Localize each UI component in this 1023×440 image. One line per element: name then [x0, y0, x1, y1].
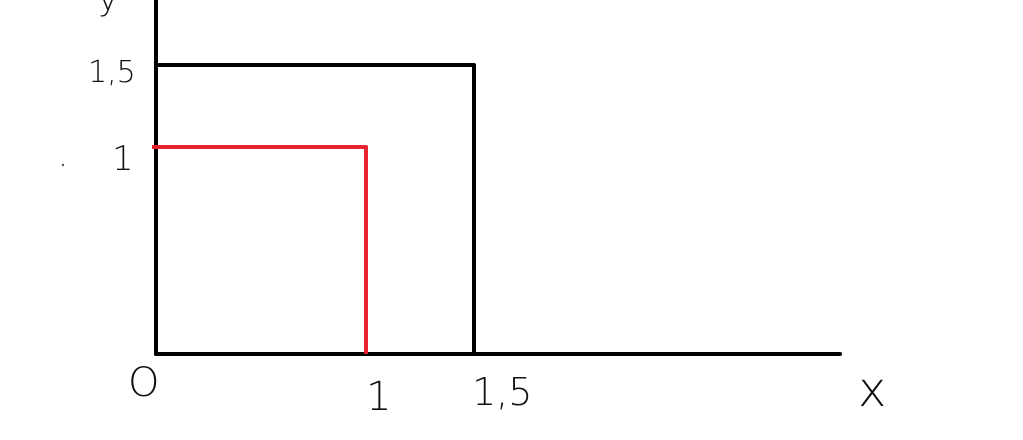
x-tick-label-1: 1 — [366, 374, 391, 420]
y-axis-label: y — [98, 0, 118, 19]
y-tick-label-1: 1 — [112, 139, 134, 179]
outer-square — [156, 63, 476, 354]
origin-label: O — [128, 360, 159, 406]
inner-square — [152, 145, 368, 354]
y-tick-label-1-5: 1,5 — [88, 55, 136, 90]
x-axis-label: x — [858, 362, 886, 418]
stray-dot — [61, 163, 65, 167]
x-tick-label-1-5: 1,5 — [472, 370, 532, 414]
